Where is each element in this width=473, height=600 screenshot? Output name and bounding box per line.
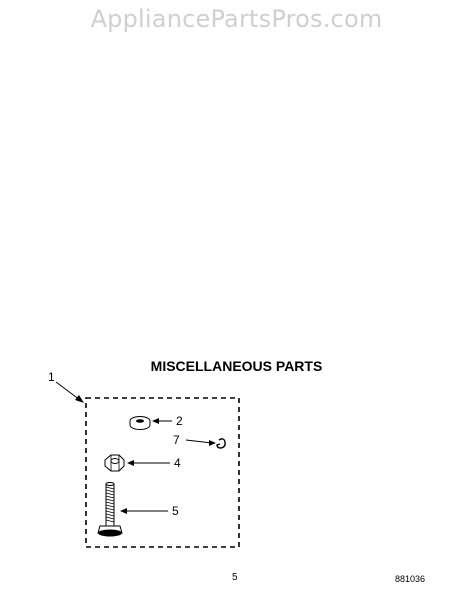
document-number: 881036: [395, 574, 426, 584]
section-title: MISCELLANEOUS PARTS: [150, 358, 323, 374]
arrow-2: [152, 418, 159, 424]
arrow-1: [75, 395, 84, 403]
leader-1: [55, 381, 81, 401]
leader-7: [185, 439, 213, 444]
callout-2: 2: [176, 414, 183, 428]
arrow-5: [120, 508, 127, 514]
callout-5: 5: [172, 504, 179, 518]
washer-icon: [129, 416, 151, 430]
callout-7: 7: [173, 433, 180, 447]
watermark-logo: AppliancePartsPros.com: [90, 5, 383, 33]
kit-boundary: [85, 397, 240, 548]
clip-icon: [216, 438, 226, 449]
arrow-4: [127, 460, 134, 466]
callout-4: 4: [174, 456, 181, 470]
arrow-7: [209, 440, 216, 446]
callout-1: 1: [48, 370, 55, 384]
hex-nut-icon: [104, 454, 125, 472]
page-number: 5: [232, 572, 238, 583]
leveling-leg-icon: [97, 482, 123, 537]
